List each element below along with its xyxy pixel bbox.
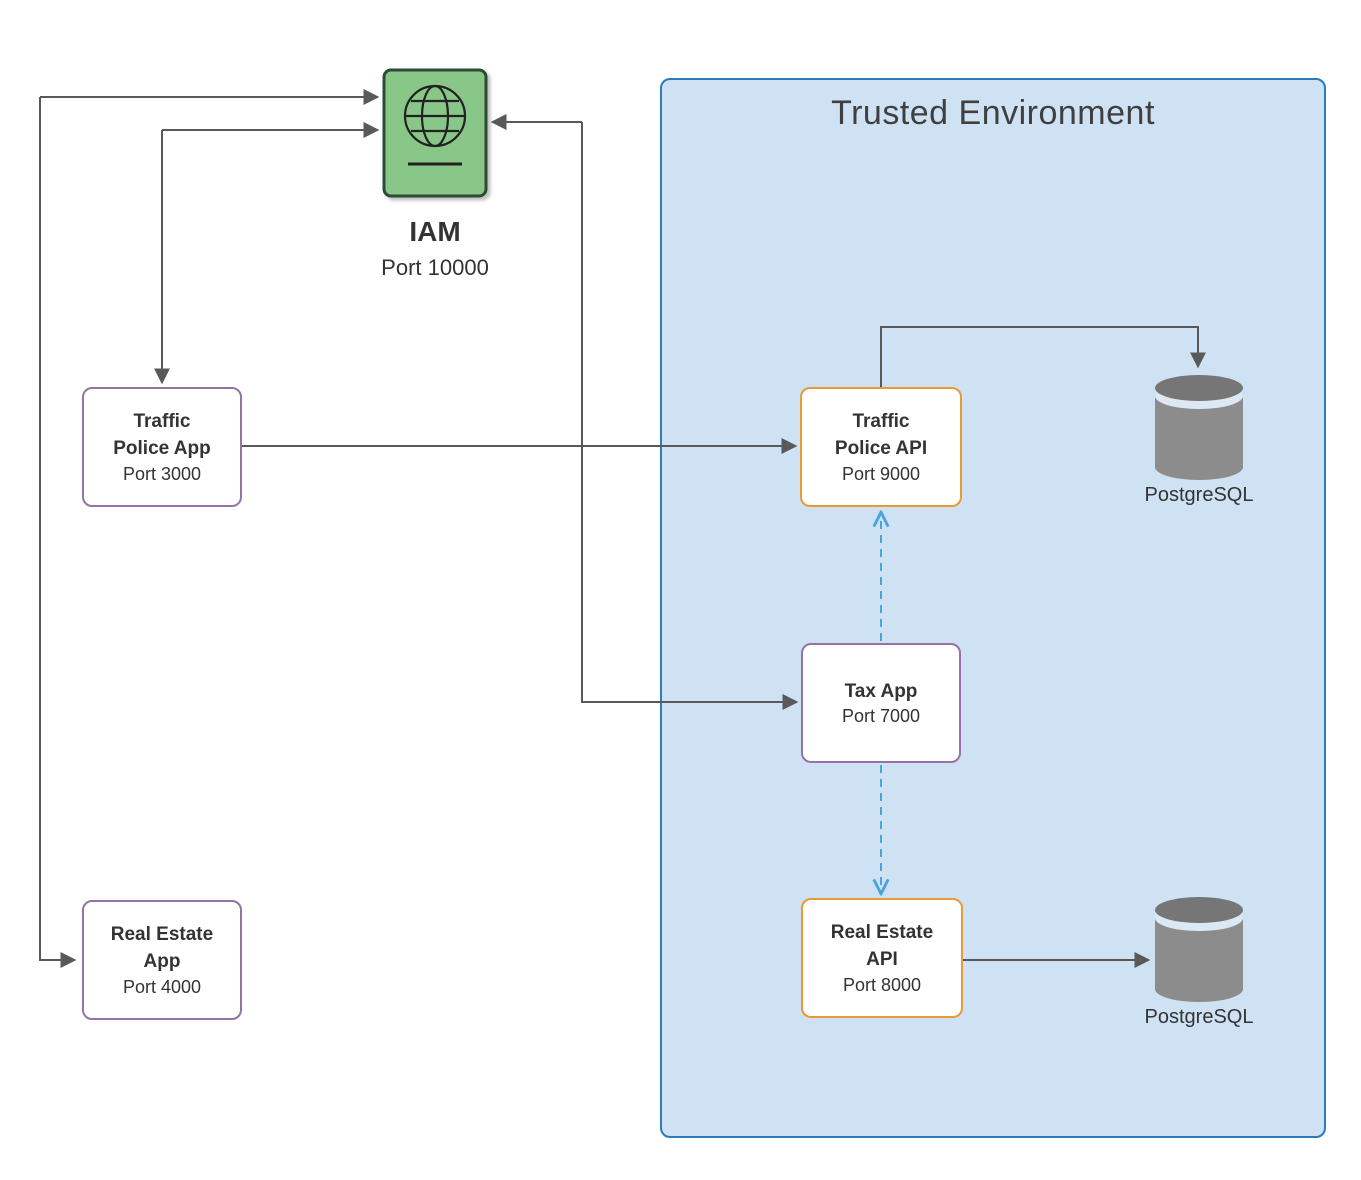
node-real-estate-app: Real Estate App Port 4000 — [82, 900, 242, 1020]
postgresql-label-traffic: PostgreSQL — [1144, 484, 1254, 506]
node-traffic-police-api: Traffic Police API Port 9000 — [800, 387, 962, 507]
node-title: Traffic Police API — [834, 411, 928, 459]
trusted-environment-container: Trusted Environment — [660, 78, 1326, 1138]
iam-passport-icon — [382, 68, 488, 198]
node-title: Real Estate API — [830, 922, 934, 970]
node-port: Port 3000 — [122, 463, 202, 484]
iam-label-block: IAM Port 10000 — [353, 216, 517, 281]
node-title: Tax App — [844, 680, 918, 702]
trusted-environment-title: Trusted Environment — [831, 94, 1155, 132]
node-port: Port 8000 — [842, 974, 922, 995]
node-port: Port 9000 — [841, 463, 921, 484]
iam-port: Port 10000 — [381, 255, 489, 280]
arrow-iam-to-real-estate-app — [39, 97, 77, 968]
node-real-estate-api: Real Estate API Port 8000 — [801, 898, 963, 1018]
iam-title: IAM — [409, 216, 461, 247]
postgresql-label-real-estate: PostgreSQL — [1144, 1006, 1254, 1028]
node-port: Port 4000 — [122, 976, 202, 997]
node-title: Traffic Police App — [113, 411, 211, 459]
node-tax-app: Tax App Port 7000 — [801, 643, 961, 763]
node-traffic-police-app: Traffic Police App Port 3000 — [82, 387, 242, 507]
node-title: Real Estate App — [110, 924, 214, 972]
globe-icon — [403, 84, 467, 148]
node-port: Port 7000 — [841, 706, 921, 727]
